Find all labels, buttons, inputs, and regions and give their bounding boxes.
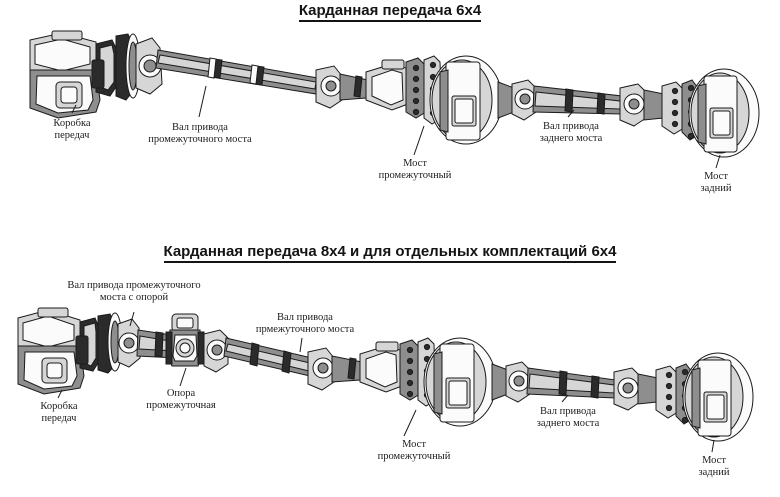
leader-support — [179, 367, 187, 387]
intermediate-axle-assembly — [365, 55, 515, 145]
leader-rear-axle — [711, 439, 715, 453]
leader-rear-shaft — [567, 109, 575, 118]
label-interm-shaft-8x4-line2: прмежуточного моста — [255, 324, 355, 335]
gearbox-body — [17, 307, 101, 395]
label-gearbox-6x4-line1: Коробка — [53, 118, 91, 129]
label-shaft-with-support-8x4: Вал привода промежуточного моста с опоро… — [34, 280, 234, 304]
rear-universal-joint — [619, 83, 665, 127]
leader-rear-axle — [715, 154, 721, 169]
diagram-panel-8x4: Карданная передача 8х4 и для отдельных к… — [0, 240, 780, 497]
gearbox-output-joint — [115, 33, 163, 101]
rear-axle-assembly — [655, 352, 754, 442]
label-interm-axle-8x4-line1: Мост — [402, 439, 426, 450]
label-rear-shaft-8x4-line1: Вал привода — [540, 406, 596, 417]
label-interm-shaft-8x4: Вал привода прмежуточного моста — [232, 312, 378, 336]
leader-shaft-with-support — [129, 311, 135, 327]
rear-shaft-front-joint — [505, 361, 531, 403]
label-gearbox-8x4: Коробка передач — [14, 401, 104, 425]
label-rear-axle-6x4: Мост задний — [676, 171, 756, 195]
panel-title-8x4: Карданная передача 8х4 и для отдельных к… — [0, 243, 780, 263]
intermediate-drive-shaft-tube — [155, 49, 319, 95]
label-shaft-with-support-8x4-line2: моста с опорой — [99, 292, 169, 303]
leader-interm-shaft — [198, 85, 207, 118]
rear-drive-shaft-tube — [532, 85, 623, 115]
gearbox-output-joint — [97, 312, 141, 374]
panel-title-6x4-text: Карданная передача 6х4 — [298, 2, 482, 22]
label-interm-axle-6x4: Мост промежуточный — [350, 158, 480, 182]
rear-drive-shaft-tube — [526, 367, 617, 399]
label-gearbox-8x4-line1: Коробка — [40, 401, 78, 412]
axle-bolt-row — [406, 346, 414, 398]
label-support-8x4-line2: промежуточная — [146, 400, 216, 411]
label-rear-axle-6x4-line2: задний — [700, 183, 732, 194]
gearbox-body — [29, 30, 119, 119]
label-rear-axle-8x4-line1: Мост — [702, 455, 726, 466]
diagram-panel-6x4: Карданная передача 6х4 — [0, 0, 780, 240]
label-interm-axle-6x4-line2: промежуточный — [378, 170, 452, 181]
label-rear-shaft-6x4-line2: заднего моста — [539, 133, 603, 144]
label-interm-shaft-6x4: Вал привода промежуточного моста — [129, 122, 271, 146]
rear-axle-bolt-row — [665, 371, 673, 412]
rear-axle-bolt-row — [671, 87, 679, 128]
label-interm-shaft-8x4-line1: Вал привода — [277, 312, 333, 323]
label-shaft-with-support-8x4-line1: Вал привода промежуточного — [67, 280, 201, 291]
label-gearbox-6x4: Коробка передач — [26, 118, 118, 142]
rear-universal-joint — [613, 367, 659, 411]
intermediate-universal-joint — [315, 65, 369, 109]
label-support-8x4-line1: Опора — [166, 388, 196, 399]
label-interm-shaft-6x4-line1: Вал привода — [172, 122, 228, 133]
intermediate-axle-joint — [307, 347, 363, 391]
rear-shaft-front-joint — [511, 79, 537, 121]
label-gearbox-8x4-line2: передач — [41, 413, 77, 424]
leader-interm-axle — [413, 125, 425, 156]
post-support-joint — [203, 329, 229, 373]
label-rear-shaft-8x4-line2: заднего моста — [536, 418, 600, 429]
intermediate-support-bearing — [165, 313, 205, 367]
leader-gearbox — [57, 389, 63, 399]
label-gearbox-6x4-line2: передач — [54, 130, 90, 141]
leader-rear-shaft — [561, 394, 569, 403]
label-rear-axle-8x4-line2: задний — [698, 467, 730, 478]
leader-interm-shaft — [299, 337, 303, 353]
label-interm-shaft-6x4-line2: промежуточного моста — [148, 134, 252, 145]
leader-interm-axle — [403, 409, 417, 437]
label-interm-axle-8x4: Мост промежуточный — [348, 439, 480, 463]
panel-title-8x4-text: Карданная передача 8х4 и для отдельных к… — [163, 243, 617, 263]
label-rear-shaft-6x4: Вал привода заднего моста — [513, 121, 629, 145]
rear-axle-assembly — [661, 68, 760, 158]
label-rear-shaft-8x4: Вал привода заднего моста — [509, 406, 627, 430]
label-interm-axle-6x4-line1: Мост — [403, 158, 427, 169]
label-rear-shaft-6x4-line1: Вал привода — [543, 121, 599, 132]
label-interm-axle-8x4-line2: промежуточный — [377, 451, 451, 462]
driveline-artwork-8x4 — [17, 307, 754, 453]
intermediate-drive-shaft-tube — [223, 337, 313, 377]
intermediate-axle-assembly — [359, 337, 509, 427]
leader-gearbox — [71, 104, 77, 114]
panel-title-6x4: Карданная передача 6х4 — [0, 2, 780, 22]
label-support-8x4: Опора промежуточная — [118, 388, 244, 412]
label-rear-axle-6x4-line1: Мост — [704, 171, 728, 182]
label-rear-axle-8x4: Мост задний — [674, 455, 754, 479]
axle-bolt-row — [412, 64, 420, 116]
driveline-artwork-6x4 — [29, 30, 760, 169]
